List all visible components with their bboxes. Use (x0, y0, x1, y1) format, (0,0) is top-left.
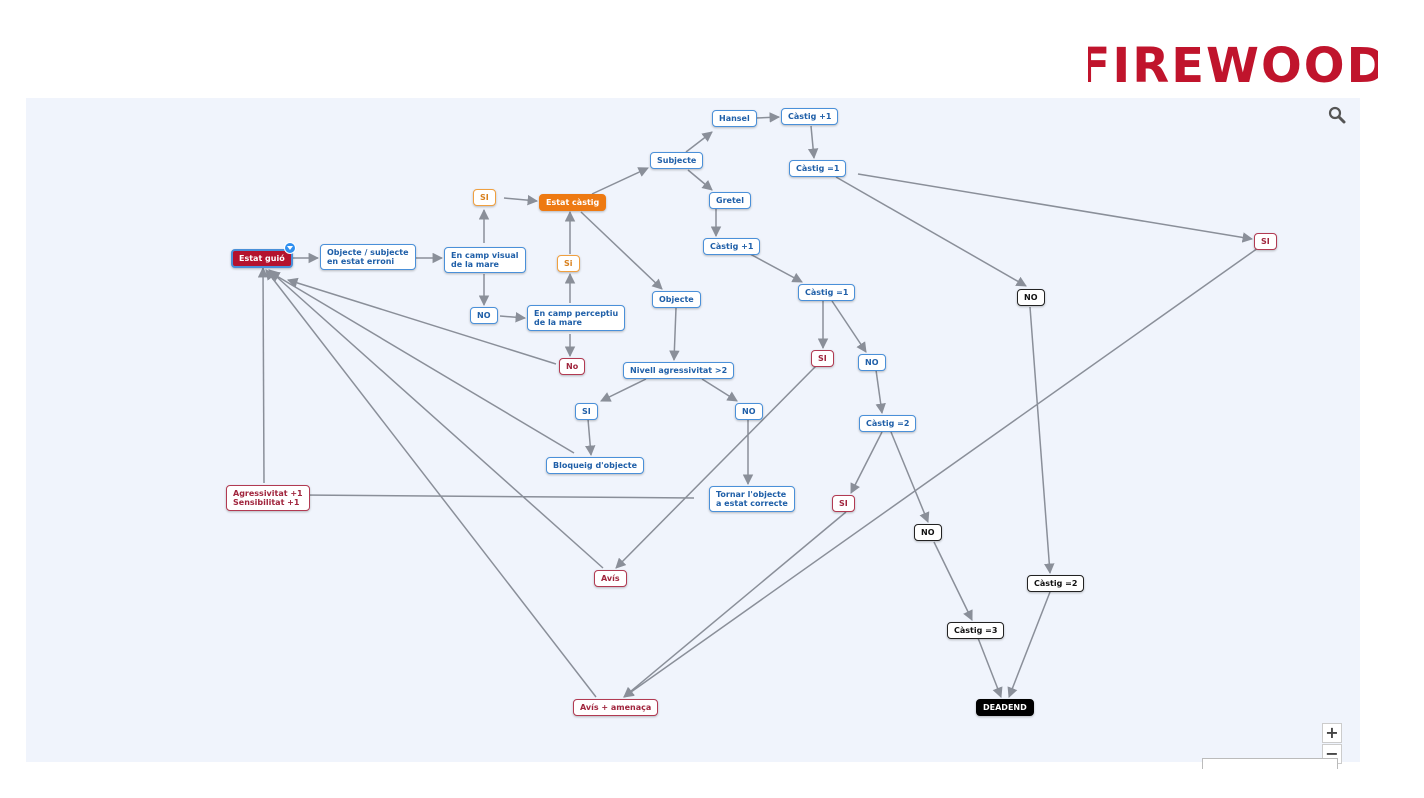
node-hansel[interactable]: Hansel (712, 110, 757, 127)
edge-arrow (687, 169, 713, 191)
node-castig-plus1-a[interactable]: Càstig +1 (781, 108, 839, 125)
edge-arrow (615, 365, 817, 569)
edge-arrow (749, 253, 803, 283)
edge-arrow (268, 269, 604, 569)
node-agressivitat[interactable]: Agressivitat +1 Sensibilitat +1 (226, 485, 310, 511)
edge-arrow (286, 277, 557, 365)
node-si-red-b[interactable]: SI (811, 350, 834, 367)
edge-arrow (1007, 591, 1051, 698)
node-subjecte[interactable]: Subjecte (650, 152, 704, 169)
node-no-nivell[interactable]: NO (735, 403, 763, 420)
node-no-right[interactable]: NO (1017, 289, 1045, 306)
node-avis-amenaca[interactable]: Avís + amenaça (573, 699, 659, 716)
edge-arrow (1029, 306, 1055, 575)
node-si-red-c[interactable]: SI (832, 495, 855, 512)
node-camp-perceptiu[interactable]: En camp perceptiu de la mare (527, 305, 626, 331)
chevron-down-icon[interactable] (284, 242, 296, 254)
node-avis[interactable]: Avís (594, 570, 627, 587)
diagram-canvas[interactable]: Estat guió Objecte / subjecte en estat e… (26, 98, 1360, 769)
edge-arrow (933, 541, 973, 621)
node-objecte-subjecte[interactable]: Objecte / subjecte en estat erroni (320, 244, 416, 270)
logo-text: FIREWOOD (1088, 38, 1378, 92)
edge-arrow (600, 378, 647, 402)
node-camp-visual[interactable]: En camp visual de la mare (444, 247, 526, 273)
edge-arrow (755, 112, 781, 123)
node-no-b[interactable]: NO (858, 354, 886, 371)
edge-arrow (857, 173, 1254, 243)
edges-layer (257, 112, 1259, 698)
node-tornar[interactable]: Tornar l'objecte a estat correcte (709, 486, 795, 512)
minimap[interactable] (1202, 758, 1338, 769)
zoom-in-button[interactable]: + (1322, 723, 1342, 743)
edge-arrow (807, 125, 819, 160)
edge-arrow (685, 131, 713, 153)
edge-arrow (669, 307, 680, 362)
edge-arrow (875, 369, 886, 415)
node-gretel[interactable]: Gretel (709, 192, 751, 209)
node-no-red[interactable]: No (559, 358, 586, 375)
node-castig-eq2-b[interactable]: Càstig =2 (859, 415, 917, 432)
edge-arrow (977, 637, 1003, 698)
node-estat-castig[interactable]: Estat càstig (539, 194, 607, 211)
edge-arrow (269, 271, 575, 454)
edge-arrow (890, 431, 930, 523)
node-si-perceptiu[interactable]: Si (557, 255, 580, 272)
edge-arrow (584, 418, 596, 457)
edge-arrow (265, 269, 597, 698)
edge-arrow (850, 431, 883, 494)
edge-arrow (835, 176, 1027, 287)
search-icon[interactable] (1328, 106, 1346, 124)
node-castig-eq1-b[interactable]: Càstig =1 (798, 284, 856, 301)
node-nivell[interactable]: Nivell agressivitat >2 (623, 362, 735, 379)
edge-arrow (623, 247, 1259, 698)
node-castig-plus1-b[interactable]: Càstig +1 (703, 238, 761, 255)
node-objecte[interactable]: Objecte (652, 291, 701, 308)
node-castig-eq3[interactable]: Càstig =3 (947, 622, 1005, 639)
edge-arrow (701, 378, 738, 402)
edge-arrow (298, 489, 695, 501)
firewood-logo-wordmark: FIREWOOD (1088, 38, 1378, 92)
node-si-red-right[interactable]: SI (1254, 233, 1277, 250)
edge-arrow (831, 300, 867, 353)
edge-arrow (591, 167, 649, 195)
firewood-logo: FIREWOOD (1088, 36, 1378, 92)
node-deadend[interactable]: DEADEND (976, 699, 1034, 716)
node-estat-guio[interactable]: Estat guió (231, 249, 293, 268)
node-castig-eq2-right[interactable]: Càstig =2 (1027, 575, 1085, 592)
edge-arrow (503, 194, 539, 206)
edge-arrow (580, 211, 663, 290)
node-si-top[interactable]: SI (473, 189, 496, 206)
edge-arrow (499, 312, 527, 323)
edge-arrow (623, 511, 847, 698)
node-castig-eq1-a[interactable]: Càstig =1 (789, 160, 847, 177)
node-si-nivell[interactable]: SI (575, 403, 598, 420)
node-bloqueig[interactable]: Bloqueig d'objecte (546, 457, 644, 474)
node-no-mid[interactable]: NO (470, 307, 498, 324)
edge-arrow (257, 266, 269, 484)
node-no-c[interactable]: NO (914, 524, 942, 541)
